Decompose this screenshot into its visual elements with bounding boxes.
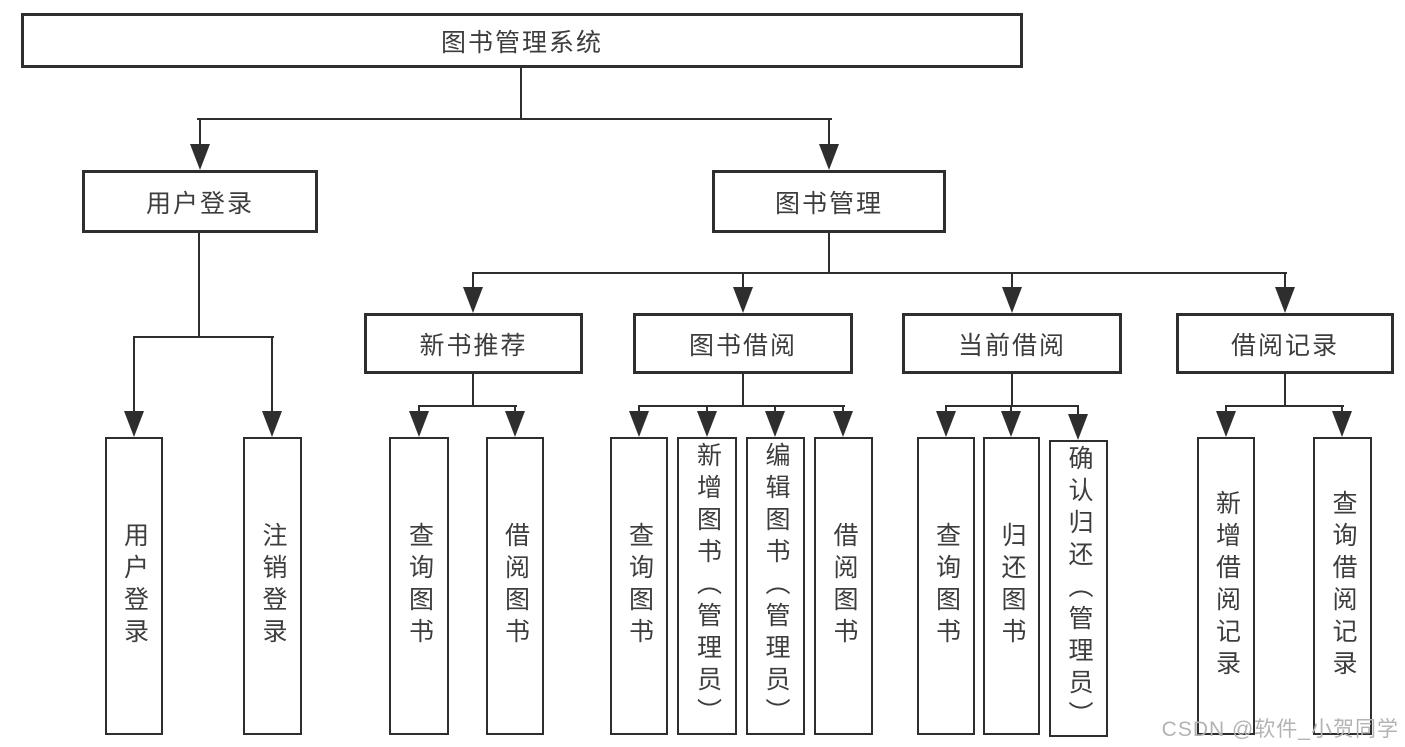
node-label: 确认归还（管理员） [1065,444,1093,733]
connector-line [945,405,947,413]
node-return-books: 归还图书 [983,437,1040,735]
connector-line [638,405,640,413]
connector-line [774,405,776,413]
connector-line [198,233,200,338]
arrow-down-icon [1002,287,1022,313]
node-borrowing-records: 借阅记录 [1176,313,1394,374]
connector-line [1284,374,1286,407]
connector-line [742,374,744,407]
connector-line [1011,272,1013,289]
node-confirm-return-admin: 确认归还（管理员） [1049,440,1108,737]
connector-line [133,336,274,338]
node-query-borrowing-record: 查询借阅记录 [1313,437,1372,735]
arrow-down-icon [1275,287,1295,313]
arrow-down-icon [1216,411,1236,437]
node-label: 新增借阅记录 [1212,490,1241,682]
node-borrow-books: 借阅图书 [486,437,544,735]
node-edit-books-admin: 编辑图书（管理员） [746,437,805,735]
node-new-book-recommendation: 新书推荐 [364,313,583,374]
arrow-down-icon [936,411,956,437]
arrow-down-icon [1001,411,1021,437]
node-current-borrowing: 当前借阅 [902,313,1122,374]
connector-line [514,405,516,413]
arrow-down-icon [262,411,282,437]
arrow-down-icon [409,411,429,437]
node-borrow-books: 借阅图书 [814,437,873,735]
node-add-books-admin: 新增图书（管理员） [677,437,737,735]
connector-line [418,405,517,407]
connector-line [842,405,844,413]
connector-line [638,405,845,407]
connector-line [1341,405,1343,413]
node-user-login-branch: 用户登录 [82,170,318,233]
watermark: CSDN @软件_小贺同学 [1161,718,1399,741]
node-label: 编辑图书（管理员） [762,442,790,730]
node-logout: 注销登录 [243,437,302,735]
node-label: 注销登录 [259,522,287,650]
connector-line [418,405,420,413]
arrow-down-icon [505,411,525,437]
arrow-down-icon [629,411,649,437]
connector-line [828,118,830,148]
connector-line [472,272,1287,274]
arrow-down-icon [463,287,483,313]
node-add-borrowing-record: 新增借阅记录 [1197,437,1255,735]
node-query-books: 查询图书 [610,437,668,735]
connector-line [945,405,1079,407]
node-label: 查询图书 [405,522,434,650]
node-label: 查询借阅记录 [1329,490,1357,682]
node-label: 查询图书 [625,522,654,650]
node-book-management: 图书管理 [712,170,946,233]
node-label: 用户登录 [120,522,149,650]
arrow-down-icon [124,411,144,437]
connector-line [520,68,522,120]
node-label: 归还图书 [998,522,1026,650]
node-book-borrowing: 图书借阅 [633,313,853,374]
arrow-down-icon [1068,414,1088,440]
connector-line [1077,405,1079,416]
connector-line [742,272,744,289]
node-label: 借阅图书 [830,522,858,650]
connector-line [1010,405,1012,413]
connector-line [271,336,273,413]
connector-line [1284,272,1286,289]
node-label: 借阅图书 [501,522,530,650]
connector-line [133,336,135,413]
connector-line [197,118,832,120]
arrow-down-icon [697,411,717,437]
node-label: 新增图书（管理员） [693,442,722,730]
arrow-down-icon [765,411,785,437]
arrow-down-icon [819,144,839,170]
arrow-down-icon [733,287,753,313]
node-label: 查询图书 [932,522,961,650]
connector-line [706,405,708,413]
node-query-books: 查询图书 [389,437,449,735]
connector-line [1225,405,1227,413]
arrow-down-icon [1332,411,1352,437]
connector-line [1225,405,1344,407]
connector-line [472,272,474,289]
connector-line [472,374,474,407]
node-query-books: 查询图书 [917,437,975,735]
arrow-down-icon [190,144,210,170]
arrow-down-icon [833,411,853,437]
connector-line [828,233,830,274]
connector-line [199,118,201,148]
node-library-management-system: 图书管理系统 [21,13,1023,68]
connector-line [1011,374,1013,407]
node-user-login: 用户登录 [105,437,163,735]
